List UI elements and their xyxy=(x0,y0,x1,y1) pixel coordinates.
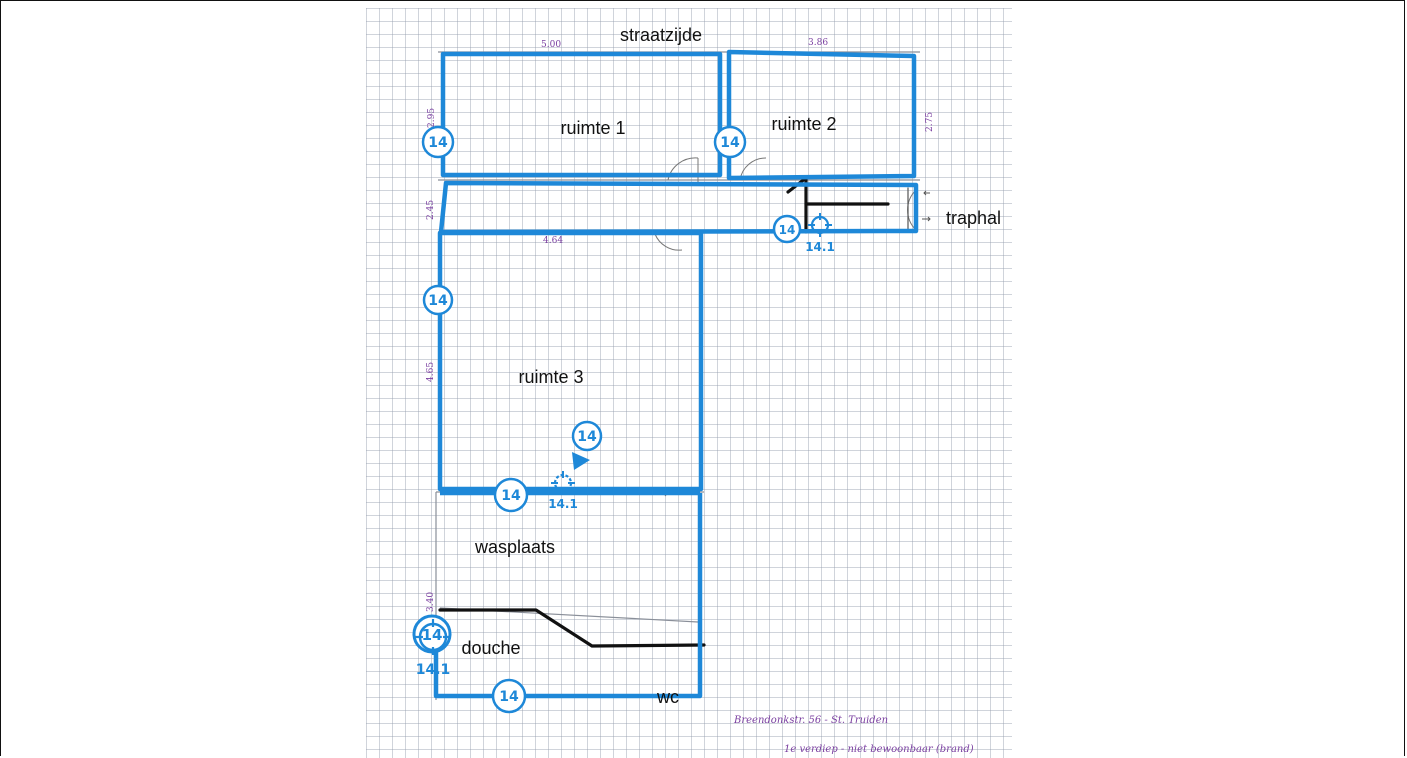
marker-badge-14[interactable]: 14 xyxy=(493,477,529,513)
ruimte1-outline xyxy=(440,51,723,178)
marker-badge-14[interactable]: 14 xyxy=(422,284,454,316)
dim-wasplaats-height: 3.40 xyxy=(426,592,436,612)
hall-outline xyxy=(438,180,919,235)
pencil-walls xyxy=(435,51,920,700)
street-label: straatzijde xyxy=(620,25,702,45)
svg-text:14.1: 14.1 xyxy=(416,662,451,678)
svg-text:14: 14 xyxy=(499,689,519,705)
svg-text:14: 14 xyxy=(720,135,740,151)
room-outlines xyxy=(433,49,919,699)
dim-top-left: 5.00 xyxy=(541,40,561,50)
note-floor: 1e verdiep - niet bewoonbaar (brand) xyxy=(784,744,974,755)
svg-text:14: 14 xyxy=(779,223,796,237)
room-label-wc: wc xyxy=(656,687,679,707)
ruimte3-outline xyxy=(437,230,704,492)
room-label-ruimte3: ruimte 3 xyxy=(518,367,583,387)
marker-badge-14[interactable]: 14 xyxy=(412,614,452,654)
svg-text:14.1: 14.1 xyxy=(548,497,578,511)
room-label-wasplaats: wasplaats xyxy=(474,537,555,557)
door-swings xyxy=(645,157,917,497)
dim-top-right: 3.86 xyxy=(808,38,828,48)
dim-ruimte2-height: 2.75 xyxy=(925,112,935,132)
room-label-ruimte1: ruimte 1 xyxy=(560,118,625,138)
note-address: Breendonkstr. 56 - St. Truiden xyxy=(733,715,888,726)
bathroom-outline xyxy=(433,493,703,699)
room-label-douche: douche xyxy=(461,638,520,658)
dim-ruimte3-width: 4.64 xyxy=(543,236,563,246)
svg-text:14: 14 xyxy=(577,429,597,445)
marker-badge-14[interactable]: 14 xyxy=(421,125,455,159)
marker-pointer-icon xyxy=(572,452,590,470)
marker-badge-14[interactable]: 14 xyxy=(772,214,802,244)
marker-badge-14[interactable]: 14 xyxy=(713,125,747,159)
svg-text:14: 14 xyxy=(501,488,521,504)
marker-badge-14[interactable]: 14 xyxy=(491,678,527,714)
ink-lines xyxy=(438,176,909,648)
target-marker-14-1[interactable]: 14.1 xyxy=(805,213,835,254)
dim-ruimte3-height: 4.65 xyxy=(426,362,436,382)
room-label-traphal: traphal xyxy=(946,208,1001,228)
target-marker-14-1[interactable]: 14.1 xyxy=(548,471,578,511)
svg-text:14.1: 14.1 xyxy=(805,240,835,254)
dim-hall-height: 2.45 xyxy=(426,200,436,220)
dim-ruimte1-height: 2.95 xyxy=(427,108,437,128)
target-marker-14-1[interactable]: 14.1 xyxy=(415,619,451,678)
marker-badge-14[interactable]: 14 xyxy=(571,420,603,452)
svg-text:14: 14 xyxy=(428,293,448,309)
hall-arrows xyxy=(922,190,931,222)
svg-text:14: 14 xyxy=(428,135,448,151)
room-label-ruimte2: ruimte 2 xyxy=(771,114,836,134)
graph-paper-sheet xyxy=(366,8,1012,758)
svg-text:14: 14 xyxy=(422,626,443,644)
